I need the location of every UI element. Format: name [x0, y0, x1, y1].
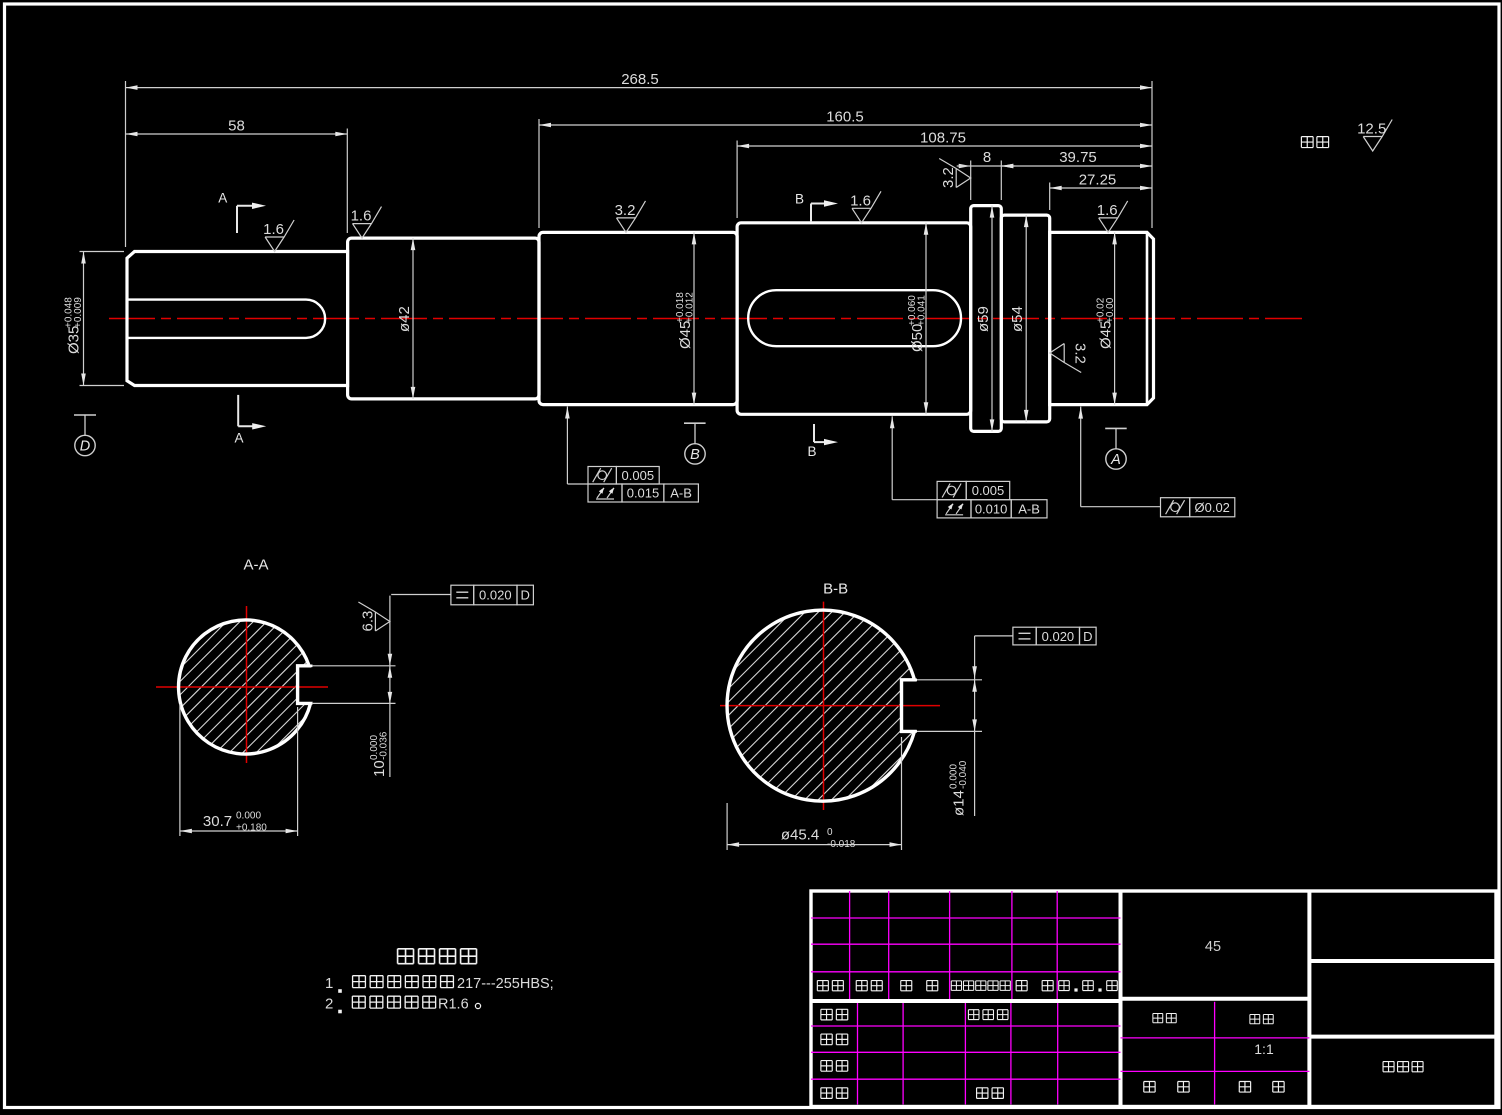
svg-text:Ø0.02: Ø0.02: [1194, 500, 1229, 515]
svg-text:Ø45: Ø45: [677, 321, 694, 349]
svg-text:0.000: 0.000: [949, 764, 960, 789]
svg-text:0.020: 0.020: [479, 588, 512, 603]
svg-text:1.6: 1.6: [850, 192, 871, 209]
svg-text:1.6: 1.6: [351, 208, 372, 225]
svg-text:8: 8: [983, 149, 991, 166]
svg-text:39.75: 39.75: [1059, 149, 1097, 166]
svg-text:1: 1: [325, 975, 333, 992]
svg-text:ø54: ø54: [1009, 306, 1026, 332]
svg-text:10: 10: [371, 760, 388, 777]
svg-text:+0.180: +0.180: [236, 823, 267, 834]
svg-text:D: D: [80, 439, 90, 455]
svg-text:B: B: [795, 192, 804, 207]
svg-text:0.020: 0.020: [1042, 629, 1075, 644]
svg-text:268.5: 268.5: [621, 71, 659, 88]
svg-text:Ø45: Ø45: [1098, 321, 1115, 349]
svg-text:27.25: 27.25: [1079, 172, 1117, 189]
svg-text:0: 0: [827, 827, 833, 838]
svg-text:3.2: 3.2: [940, 167, 957, 188]
svg-text:108.75: 108.75: [920, 130, 966, 147]
svg-text:3.2: 3.2: [615, 202, 636, 219]
svg-text:58: 58: [228, 118, 245, 135]
svg-text:ø45.4: ø45.4: [781, 827, 819, 844]
svg-text:-0.036: -0.036: [379, 731, 390, 760]
svg-text:+0.060: +0.060: [907, 295, 918, 326]
svg-text:A: A: [1110, 452, 1121, 468]
svg-text:A-B: A-B: [670, 486, 692, 501]
svg-text:0.015: 0.015: [627, 486, 660, 501]
svg-text:-0.040: -0.040: [958, 760, 969, 789]
svg-text:A-B: A-B: [1018, 502, 1040, 517]
svg-text:0.005: 0.005: [972, 483, 1005, 498]
svg-text:R1.6: R1.6: [438, 997, 469, 1013]
svg-text:A-A: A-A: [243, 557, 268, 574]
svg-text:0.000: 0.000: [236, 811, 261, 822]
svg-text:3.2: 3.2: [1072, 343, 1089, 364]
svg-text:B-B: B-B: [823, 581, 848, 598]
svg-text:0.010: 0.010: [975, 502, 1008, 517]
svg-text:45: 45: [1205, 939, 1221, 955]
svg-text:6.3: 6.3: [359, 611, 376, 632]
svg-text:12.5: 12.5: [1357, 121, 1386, 138]
svg-text:2: 2: [325, 996, 333, 1013]
svg-text:1.6: 1.6: [1097, 202, 1118, 219]
svg-text:1.6: 1.6: [263, 221, 284, 238]
svg-text:Ø35: Ø35: [66, 326, 83, 354]
svg-text:D: D: [521, 588, 530, 603]
svg-text:+0.048: +0.048: [64, 297, 75, 328]
svg-text:0.000: 0.000: [369, 735, 380, 760]
svg-text:ø59: ø59: [975, 306, 992, 332]
svg-text:217---255HBS;: 217---255HBS;: [457, 976, 554, 992]
svg-text:+0.012: +0.012: [685, 292, 696, 323]
svg-text:+0.00: +0.00: [1105, 297, 1116, 323]
svg-text:+0.009: +0.009: [73, 297, 84, 328]
svg-text:A: A: [218, 191, 227, 206]
svg-text:B: B: [690, 447, 700, 463]
svg-text:+0.018: +0.018: [675, 292, 686, 323]
svg-text:B: B: [807, 444, 816, 459]
svg-text:+0.041: +0.041: [917, 295, 928, 326]
svg-text:Ø50: Ø50: [909, 324, 926, 352]
svg-text:160.5: 160.5: [826, 109, 864, 126]
svg-text:ø14: ø14: [951, 790, 968, 816]
svg-text:ø42: ø42: [396, 306, 413, 332]
svg-text:30.7: 30.7: [203, 813, 232, 830]
svg-text:1:1: 1:1: [1254, 1041, 1274, 1057]
svg-text:0.005: 0.005: [622, 468, 655, 483]
svg-text:-0.018: -0.018: [827, 839, 856, 850]
svg-text:+0.02: +0.02: [1096, 297, 1107, 323]
svg-text:D: D: [1083, 629, 1092, 644]
svg-text:A: A: [234, 431, 243, 446]
